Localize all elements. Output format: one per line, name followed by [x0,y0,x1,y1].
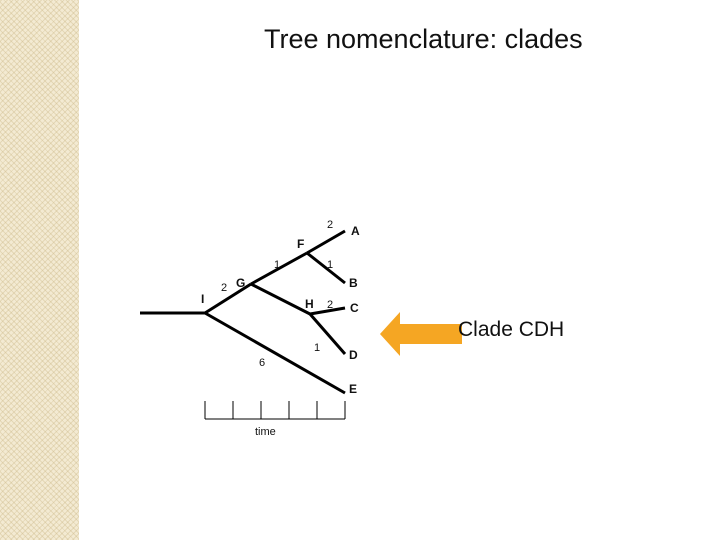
branch-h-d [308,313,347,355]
branch-length-f-b: 1 [327,259,333,271]
branch-length-g-f: 1 [274,259,280,271]
node-label-c: C [350,301,359,315]
node-label-h: H [305,297,314,311]
node-label-a: A [351,224,360,238]
decorative-side-band [0,0,79,540]
node-label-g: G [236,276,245,290]
branch-f-a [306,229,346,255]
time-axis-label: time [255,426,276,438]
branch-i-e [204,311,346,395]
branch-i-g [204,282,252,315]
branch-length-h-d: 1 [314,342,320,354]
node-label-f: F [297,237,304,251]
clade-annotation: Clade CDH [458,318,565,341]
branch-g-f [250,251,308,286]
node-label-d: D [349,348,358,362]
slide-title: Tree nomenclature: clades [264,24,583,54]
branch-length-f-a: 2 [327,219,333,231]
node-label-e: E [349,382,357,396]
branch-length-i-g: 2 [221,282,227,294]
branch-length-h-c: 2 [327,299,333,311]
arrow-left-icon [380,312,462,356]
branch-length-i-e: 6 [259,357,265,369]
branch-g-h [250,282,311,316]
node-label-b: B [349,276,358,290]
branch-h-c [309,306,346,316]
node-label-i: I [201,292,204,306]
time-scale [204,401,346,420]
branch-f-b [306,251,346,285]
